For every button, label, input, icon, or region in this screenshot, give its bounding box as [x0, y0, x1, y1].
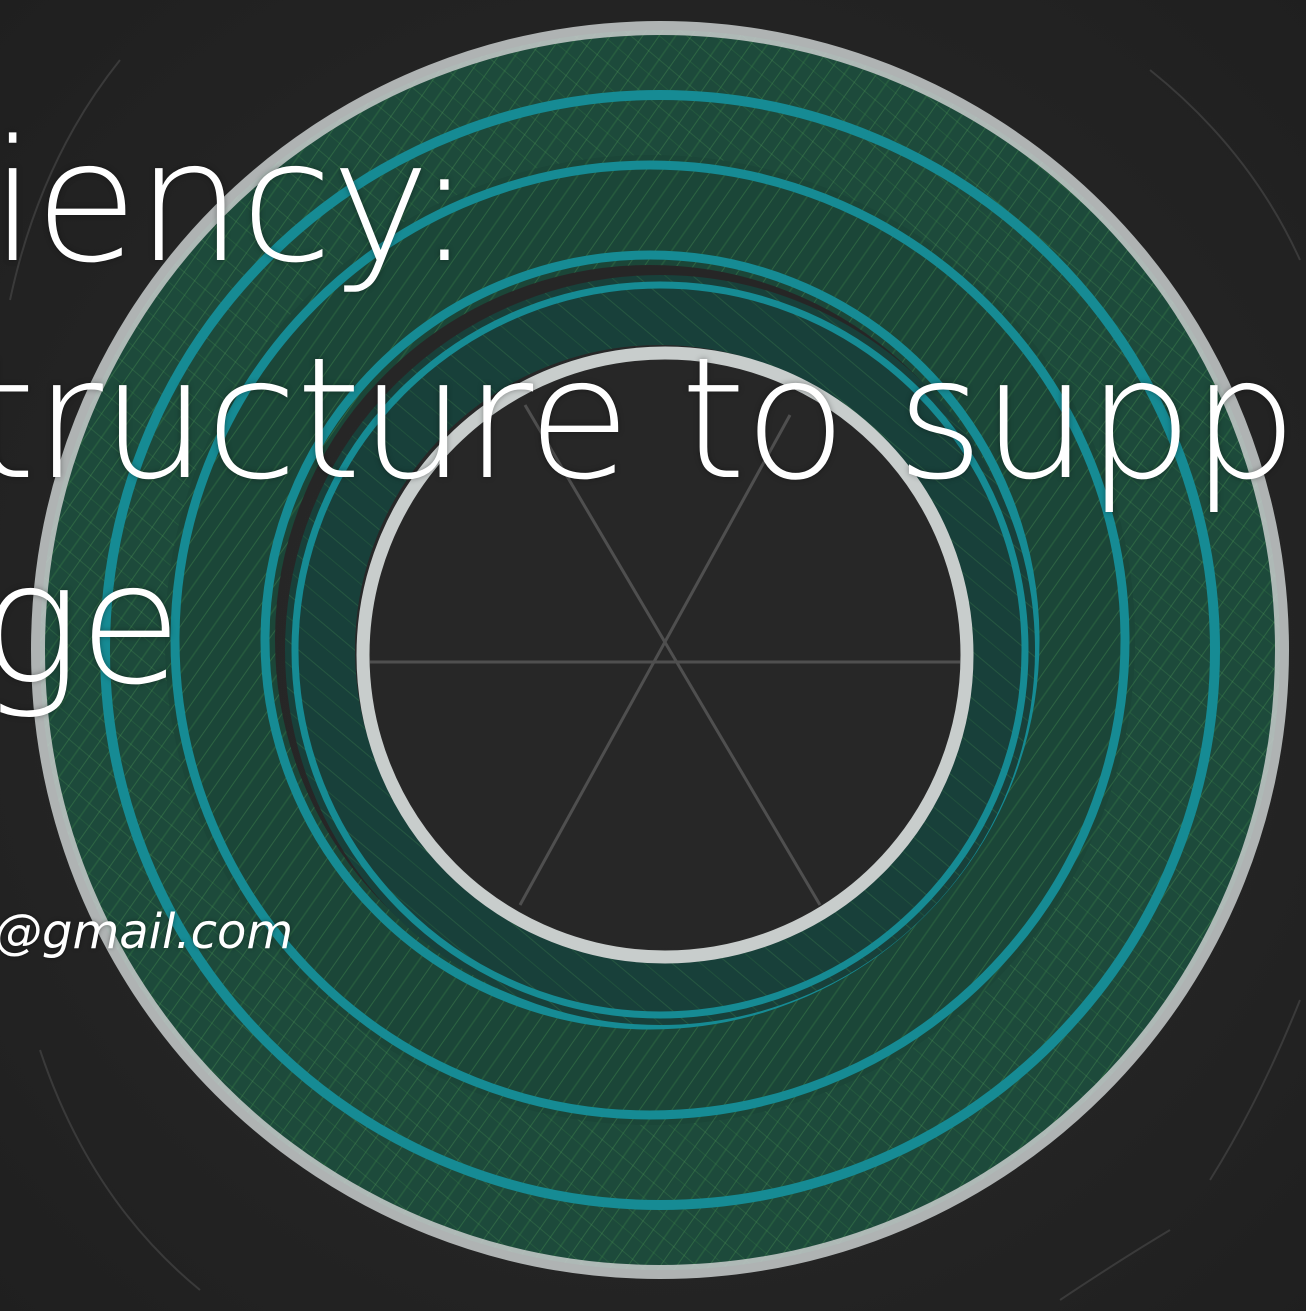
background-arcs	[9, 59, 1301, 1301]
center-disc	[371, 361, 959, 949]
title-line-3: ge	[0, 526, 182, 722]
author-email: @gmail.com	[0, 904, 294, 960]
middle-ring	[165, 155, 1135, 1125]
center-star-lines	[370, 404, 960, 906]
title-line-2: tructure to supp	[0, 321, 1298, 517]
inner-ring	[285, 275, 1035, 1025]
title-line-1: iency:	[0, 104, 473, 300]
outer-ring	[31, 21, 1289, 1279]
